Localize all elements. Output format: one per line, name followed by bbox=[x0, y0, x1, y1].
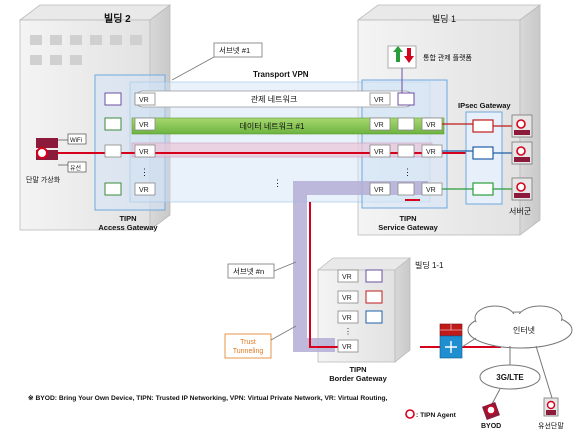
transport-vpn-label: Transport VPN bbox=[253, 70, 309, 79]
access-gateway-label-1: TIPN bbox=[119, 214, 136, 223]
subnet-1-callout bbox=[171, 42, 263, 81]
tunnel-red-line bbox=[309, 202, 350, 348]
integrated-platform-label: 통합 관제 플랫폼 bbox=[423, 53, 473, 62]
vr-label: VR bbox=[139, 122, 149, 129]
subnet-1-label: 서브넷 #1 bbox=[219, 46, 250, 55]
access-vr-stack: VR VR VR ⋮ VR bbox=[104, 92, 156, 196]
control-network-label: 관제 네트워크 bbox=[251, 94, 297, 104]
vr-label: VR bbox=[426, 149, 436, 156]
wired-terminal-label: 유선단말 bbox=[538, 421, 564, 430]
service-gateway-label-2: Service Gateway bbox=[378, 223, 438, 232]
border-gateway-label-1: TIPN bbox=[349, 365, 366, 374]
internet-cloud-icon bbox=[467, 305, 573, 349]
trust-tunneling-label-2: Tunneling bbox=[233, 348, 264, 355]
vertical-dots: ⋮ bbox=[344, 327, 352, 336]
lte-label: 3G/LTE bbox=[496, 373, 524, 382]
vr-label: VR bbox=[374, 149, 384, 156]
vr-label: VR bbox=[342, 344, 352, 351]
subnet-n-label: 서브넷 #n bbox=[233, 267, 264, 276]
building-2-label: 빌딩 2 bbox=[104, 12, 131, 25]
byod-label: BYOD bbox=[481, 423, 501, 430]
router-icon bbox=[439, 335, 463, 359]
byod-device-icon bbox=[482, 402, 500, 420]
vr-label: VR bbox=[374, 187, 384, 194]
internet-label: 인터넷 bbox=[513, 325, 535, 335]
server-2-icon bbox=[511, 141, 533, 165]
data-network-label: 데이터 네트워크 #1 bbox=[240, 121, 305, 131]
terminal-group: WiFi 유선 bbox=[36, 133, 87, 173]
down-arrow-icon bbox=[404, 48, 414, 63]
vr-label: VR bbox=[426, 122, 436, 129]
footer-note: ※ BYOD: Bring Your Own Device, TIPN: Tru… bbox=[28, 394, 388, 402]
up-arrow-icon bbox=[393, 46, 403, 62]
trust-tunneling-callout bbox=[224, 325, 297, 359]
tipn-agent-legend-icon bbox=[405, 409, 415, 419]
vertical-dots: ⋮ bbox=[273, 178, 282, 188]
border-vr-stack: VR VR VR ⋮ VR bbox=[337, 269, 383, 353]
border-gateway-label-2: Border Gateway bbox=[329, 374, 387, 383]
server-1-icon bbox=[511, 114, 533, 138]
ipsec-port-3 bbox=[472, 182, 494, 196]
service-gateway-label-1: TIPN bbox=[399, 214, 416, 223]
vr-label: VR bbox=[342, 295, 352, 302]
vr-label: VR bbox=[374, 97, 384, 104]
vr-label: VR bbox=[374, 122, 384, 129]
data-network-band bbox=[131, 117, 445, 135]
building-1-label: 빌딩 1 bbox=[432, 14, 456, 24]
subnet-n-tunnel bbox=[293, 181, 428, 352]
wifi-label: WiFi bbox=[70, 138, 82, 144]
vr-label: VR bbox=[342, 315, 352, 322]
vr-label: VR bbox=[139, 149, 149, 156]
wired-label: 유선 bbox=[70, 164, 81, 172]
vr-label: VR bbox=[139, 97, 149, 104]
tipn-agent-legend-label: : TIPN Agent bbox=[416, 412, 457, 419]
building-1-1-label: 빌딩 1-1 bbox=[415, 260, 444, 270]
server-farm-label: 서버군 bbox=[509, 206, 531, 216]
firewall-icon bbox=[439, 323, 463, 337]
ipsec-gateway-label: IPsec Gateway bbox=[458, 101, 511, 110]
trust-tunneling-label-1: Trust bbox=[240, 339, 256, 346]
ipsec-port-1 bbox=[472, 119, 494, 133]
access-gateway-label-2: Access Gateway bbox=[98, 223, 158, 232]
vertical-dots: ⋮ bbox=[403, 167, 412, 177]
wired-terminal-icon bbox=[543, 397, 559, 417]
vr-label: VR bbox=[139, 187, 149, 194]
subnet-n-callout bbox=[227, 261, 297, 279]
tipn-agent-icon bbox=[36, 147, 48, 159]
server-3-icon bbox=[511, 177, 533, 201]
service-vr-stack: VR VR VR VR VR ⋮ VR VR bbox=[369, 92, 443, 196]
vr-label: VR bbox=[342, 274, 352, 281]
ipsec-port-2 bbox=[472, 146, 494, 160]
vertical-dots: ⋮ bbox=[140, 167, 149, 177]
vr-label: VR bbox=[426, 187, 436, 194]
integrated-platform bbox=[387, 45, 417, 93]
terminal-virtualization-label: 단말 가상화 bbox=[26, 175, 61, 184]
